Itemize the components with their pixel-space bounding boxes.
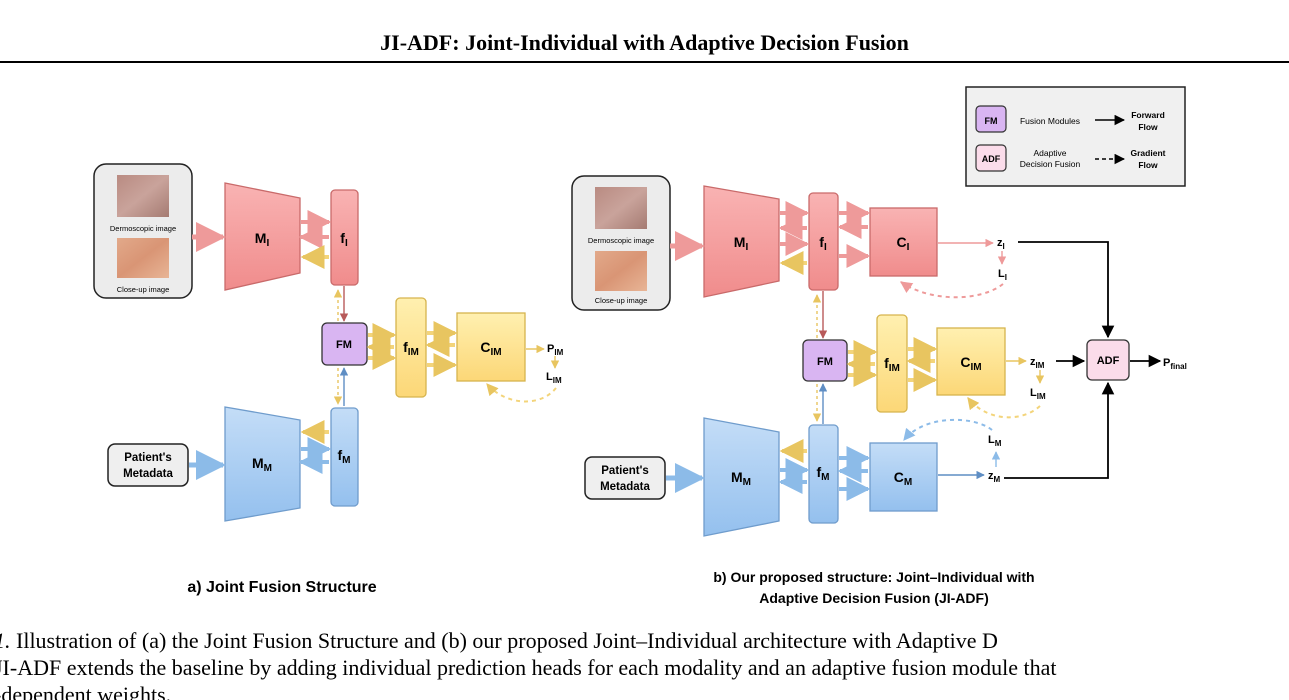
panel-a-meta-feature-label: fM xyxy=(337,447,350,466)
caption-line-3: -dependent weights. xyxy=(0,682,172,700)
panel-b-arrows xyxy=(666,201,1162,501)
panel-a-dermoscopic-label: Dermoscopic image xyxy=(110,224,176,233)
panel-a-joint-loss: LIM xyxy=(546,371,562,385)
panel-a-meta-encoder xyxy=(224,406,301,522)
panel-b-meta-classifier xyxy=(869,442,938,512)
panel-a-image-encoder-label: MI xyxy=(255,230,270,249)
panel-a: Dermoscopic image Close-up image MI fI F… xyxy=(93,163,564,596)
panel-b-fusion-label: FM xyxy=(817,356,833,368)
panel-b-final-output: Pfinal xyxy=(1163,357,1187,371)
panel-a-joint-classifier xyxy=(456,312,526,382)
legend-gradient-2: Flow xyxy=(1138,160,1158,170)
panel-b-adf-module xyxy=(1086,339,1130,381)
architecture-diagram: FM Fusion Modules ADF Adaptive Decision … xyxy=(93,86,1187,606)
panel-b-dermoscopic-image xyxy=(595,187,647,229)
panel-b-meta-feature-label: fM xyxy=(816,464,829,483)
panel-b-meta-encoder xyxy=(703,417,780,537)
panel-a-image-encoder xyxy=(224,182,301,291)
panel-a-joint-feature-label: fIM xyxy=(403,339,419,358)
title-rule xyxy=(0,61,1289,63)
panel-b-metadata-input xyxy=(584,456,666,500)
panel-a-image-feature-label: fI xyxy=(340,230,348,249)
panel-b-z-joint: zIM xyxy=(1030,356,1045,370)
legend-forward-1: Forward xyxy=(1131,110,1165,120)
panel-a-closeup-label: Close-up image xyxy=(117,285,170,294)
panel-b-joint-classifier xyxy=(936,327,1006,396)
caption-line-1: 1. Illustration of (a) the Joint Fusion … xyxy=(0,628,998,654)
panel-b-loss-image: LI xyxy=(998,268,1007,282)
caption-line-2: JI-ADF extends the baseline by adding in… xyxy=(0,655,1057,680)
panel-b-image-feature-label: fI xyxy=(819,234,827,253)
panel-b-joint-feature-label: fIM xyxy=(884,355,900,374)
legend-fm-swatch xyxy=(975,105,1007,133)
panel-b-closeup-label: Close-up image xyxy=(595,296,648,305)
panel-b-image-classifier xyxy=(869,207,938,277)
panel-a-fusion-label: FM xyxy=(336,339,352,351)
panel-b-closeup-image xyxy=(595,251,647,291)
panel-b-dermoscopic-label: Dermoscopic image xyxy=(588,236,654,245)
panel-b-metadata-2: Metadata xyxy=(600,481,650,493)
panel-b-caption-1: b) Our proposed structure: Joint–Individ… xyxy=(713,569,1034,585)
legend-fm-badge: FM xyxy=(985,116,998,126)
legend-adf-swatch xyxy=(975,144,1007,172)
panel-b-meta-classifier-label: CM xyxy=(894,469,912,488)
panel-b-loss-meta: LM xyxy=(988,434,1002,448)
panel-b-adf-label: ADF xyxy=(1097,355,1120,367)
panel-a-image-feature xyxy=(330,189,359,286)
panel-b-image-classifier-label: CI xyxy=(897,234,910,253)
panel-a-metadata-2: Metadata xyxy=(123,468,173,480)
panel-b-z-image: zI xyxy=(997,237,1005,251)
caption-label: 1. xyxy=(0,628,11,653)
panel-b-caption-2: Adaptive Decision Fusion (JI-ADF) xyxy=(759,590,988,606)
panel-a-caption: a) Joint Fusion Structure xyxy=(187,579,376,596)
panel-a-joint-classifier-label: CIM xyxy=(480,339,501,358)
panel-b-loss-joint: LIM xyxy=(1030,387,1046,401)
panel-b-image-encoder-label: MI xyxy=(734,234,749,253)
legend-forward-2: Flow xyxy=(1138,122,1158,132)
panel-a-closeup-image xyxy=(117,238,169,278)
figure-title: JI-ADF: Joint-Individual with Adaptive D… xyxy=(380,30,909,55)
figure-caption: 1. Illustration of (a) the Joint Fusion … xyxy=(0,628,1289,700)
panel-a-joint-output: PIM xyxy=(547,343,564,357)
panel-a-metadata-1: Patient's xyxy=(124,452,171,464)
legend-adf-badge: ADF xyxy=(982,154,1001,164)
panel-a-arrows xyxy=(189,210,560,480)
panel-b-z-meta: zM xyxy=(988,470,1001,484)
panel-b: Dermoscopic image Close-up image MI fI C… xyxy=(571,175,1187,606)
panel-a-metadata-input xyxy=(107,443,189,487)
legend-gradient-1: Gradient xyxy=(1131,148,1166,158)
legend-adf-label-1: Adaptive xyxy=(1033,148,1066,158)
panel-b-meta-encoder-label: MM xyxy=(731,469,751,488)
panel-b-metadata-1: Patient's xyxy=(601,465,648,477)
legend-fm-label: Fusion Modules xyxy=(1020,116,1080,126)
panel-b-joint-classifier-label: CIM xyxy=(960,354,981,373)
legend-adf-label-2: Decision Fusion xyxy=(1020,159,1081,169)
panel-a-meta-encoder-label: MM xyxy=(252,455,272,474)
legend: FM Fusion Modules ADF Adaptive Decision … xyxy=(965,86,1186,187)
panel-a-dermoscopic-image xyxy=(117,175,169,217)
